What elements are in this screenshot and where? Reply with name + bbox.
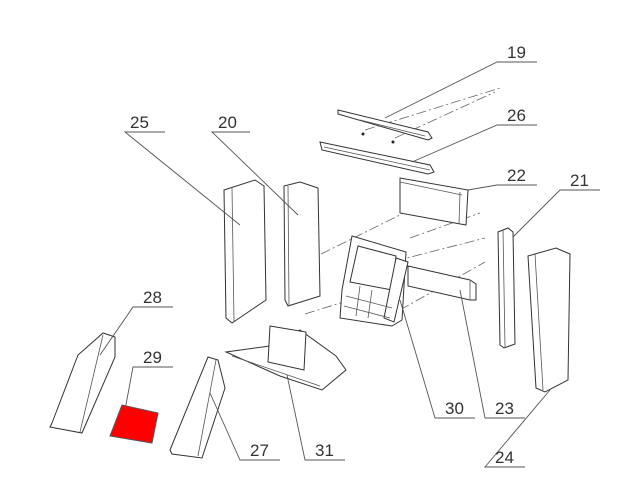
label-27: 27 (250, 441, 269, 460)
label-20: 20 (218, 113, 237, 132)
label-29: 29 (143, 348, 162, 367)
part-25-slab[interactable] (223, 179, 267, 324)
part-29-highlighted[interactable] (109, 404, 159, 444)
part-20-slab[interactable] (283, 181, 321, 307)
part-19-rail[interactable] (337, 109, 433, 144)
part-24-slab[interactable] (527, 247, 571, 393)
part-26-rail[interactable] (319, 141, 435, 175)
label-19: 19 (507, 43, 526, 62)
part-23-bar[interactable] (407, 265, 477, 301)
part-21-strip[interactable] (497, 227, 516, 349)
label-23: 23 (495, 399, 514, 418)
part-28-brick[interactable] (49, 332, 116, 434)
label-26: 26 (507, 106, 526, 125)
label-24: 24 (495, 448, 514, 467)
part-22-block[interactable] (399, 177, 469, 226)
part-27-brick[interactable] (169, 356, 226, 459)
label-21: 21 (570, 171, 589, 190)
label-28: 28 (143, 288, 162, 307)
leader-lines (99, 61, 600, 468)
label-30: 30 (445, 399, 464, 418)
label-25: 25 (130, 113, 149, 132)
part-31-tray[interactable] (224, 325, 347, 391)
label-22: 22 (507, 166, 526, 185)
label-31: 31 (315, 441, 334, 460)
part-30-grate[interactable] (339, 235, 409, 327)
